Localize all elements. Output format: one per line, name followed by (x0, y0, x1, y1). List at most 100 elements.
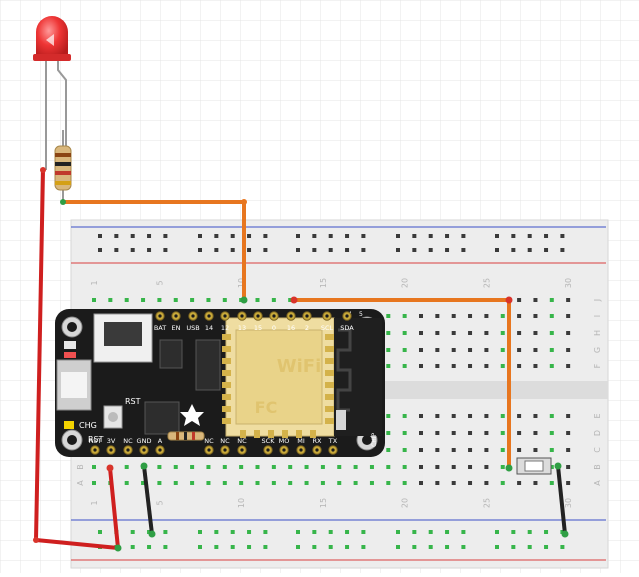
column-number-bottom: 30 (564, 498, 573, 508)
rail-hole (544, 545, 549, 549)
terminal-hole (566, 298, 571, 302)
terminal-hole (451, 364, 456, 368)
terminal-hole (190, 481, 195, 485)
terminal-hole (549, 431, 554, 435)
row-letter: B (593, 464, 602, 470)
rail-hole (230, 234, 235, 238)
wire-bend (33, 537, 39, 543)
rail-hole (461, 234, 466, 238)
terminal-hole (157, 465, 162, 469)
terminal-hole (517, 414, 522, 418)
terminal-hole (419, 431, 423, 435)
rail-hole (296, 248, 300, 252)
terminal-hole (402, 348, 407, 352)
rail-hole (163, 545, 168, 549)
terminal-hole (500, 314, 505, 318)
pin-label-bottom: NC (220, 437, 230, 445)
terminal-hole (271, 481, 276, 485)
rail-hole (428, 234, 433, 238)
terminal-hole (92, 298, 96, 302)
module-pad (222, 358, 231, 364)
module-pad (222, 394, 231, 400)
terminal-hole (533, 414, 538, 418)
pin-label-bottom: NC (123, 437, 133, 445)
rail-hole (544, 248, 549, 252)
pin-label-top: 15 (254, 324, 262, 332)
module-pad (222, 382, 231, 388)
rail-hole (198, 248, 202, 252)
rail-hole (396, 248, 400, 252)
rail-hole (263, 234, 268, 238)
adafruit-flower-logo (180, 404, 204, 426)
rail-hole (396, 234, 400, 238)
terminal-hole (468, 414, 473, 418)
terminal-hole (369, 465, 374, 469)
terminal-hole (92, 465, 96, 469)
terminal-hole (549, 364, 554, 368)
rail-hole (198, 234, 202, 238)
terminal-hole (206, 298, 211, 302)
terminal-hole (566, 431, 571, 435)
wire-endpoint (60, 199, 66, 205)
terminal-hole (288, 298, 293, 302)
pin-label-bottom: RX (313, 437, 323, 445)
terminal-hole (419, 348, 423, 352)
header-pin-hole (158, 448, 162, 452)
terminal-hole (484, 431, 489, 435)
feather-huzzah-board: WiFi FC RST RST CHG CHIP 4 5 BATENUSB141… (55, 309, 385, 457)
row-letter-left: B (76, 464, 85, 470)
rail-hole (198, 530, 202, 534)
rail-hole (214, 545, 219, 549)
pin-label-top: 16 (287, 324, 295, 332)
rail-hole (361, 234, 366, 238)
black-wire-button-to-rail (556, 465, 567, 535)
column-number-top: 10 (237, 278, 246, 288)
terminal-hole (353, 465, 358, 469)
rail-hole (214, 234, 219, 238)
rail-hole (345, 234, 350, 238)
header-pin-hole (282, 448, 286, 452)
terminal-hole (517, 481, 522, 485)
row-letter: C (593, 447, 602, 453)
terminal-hole (517, 364, 522, 368)
pin-label-bottom: NC (237, 437, 247, 445)
terminal-hole (435, 414, 440, 418)
terminal-hole (124, 465, 129, 469)
terminal-hole (108, 298, 113, 302)
pin-label-bottom: A (158, 437, 163, 445)
rail-hole (428, 545, 433, 549)
terminal-hole (500, 331, 505, 335)
terminal-hole (435, 431, 440, 435)
terminal-hole (549, 314, 554, 318)
terminal-hole (386, 465, 391, 469)
rail-hole (247, 530, 252, 534)
resistor-band (55, 162, 71, 166)
terminal-hole (517, 348, 522, 352)
regulator-chip (159, 339, 183, 369)
terminal-hole (468, 348, 473, 352)
terminal-hole (239, 481, 244, 485)
pin-label-bottom: MI (297, 437, 305, 445)
terminal-hole (190, 298, 195, 302)
terminal-hole (566, 331, 571, 335)
usb-inner (61, 372, 87, 398)
push-button-cap (524, 460, 544, 472)
rail-hole (511, 234, 516, 238)
terminal-hole (566, 414, 571, 418)
rail-hole (511, 545, 516, 549)
wire-endpoint (505, 464, 513, 472)
header-pin-hole (240, 448, 244, 452)
terminal-hole (468, 314, 473, 318)
rst-button-label: RST (125, 397, 141, 406)
row-letter: A (593, 480, 602, 486)
header-pin-hole (109, 448, 113, 452)
terminal-hole (468, 481, 473, 485)
terminal-hole (124, 298, 129, 302)
rail-hole (412, 530, 417, 534)
module-pad (222, 334, 231, 340)
column-number-top: 1 (90, 280, 99, 285)
rail-hole (345, 530, 350, 534)
terminal-hole (173, 298, 178, 302)
rail-hole (163, 234, 168, 238)
